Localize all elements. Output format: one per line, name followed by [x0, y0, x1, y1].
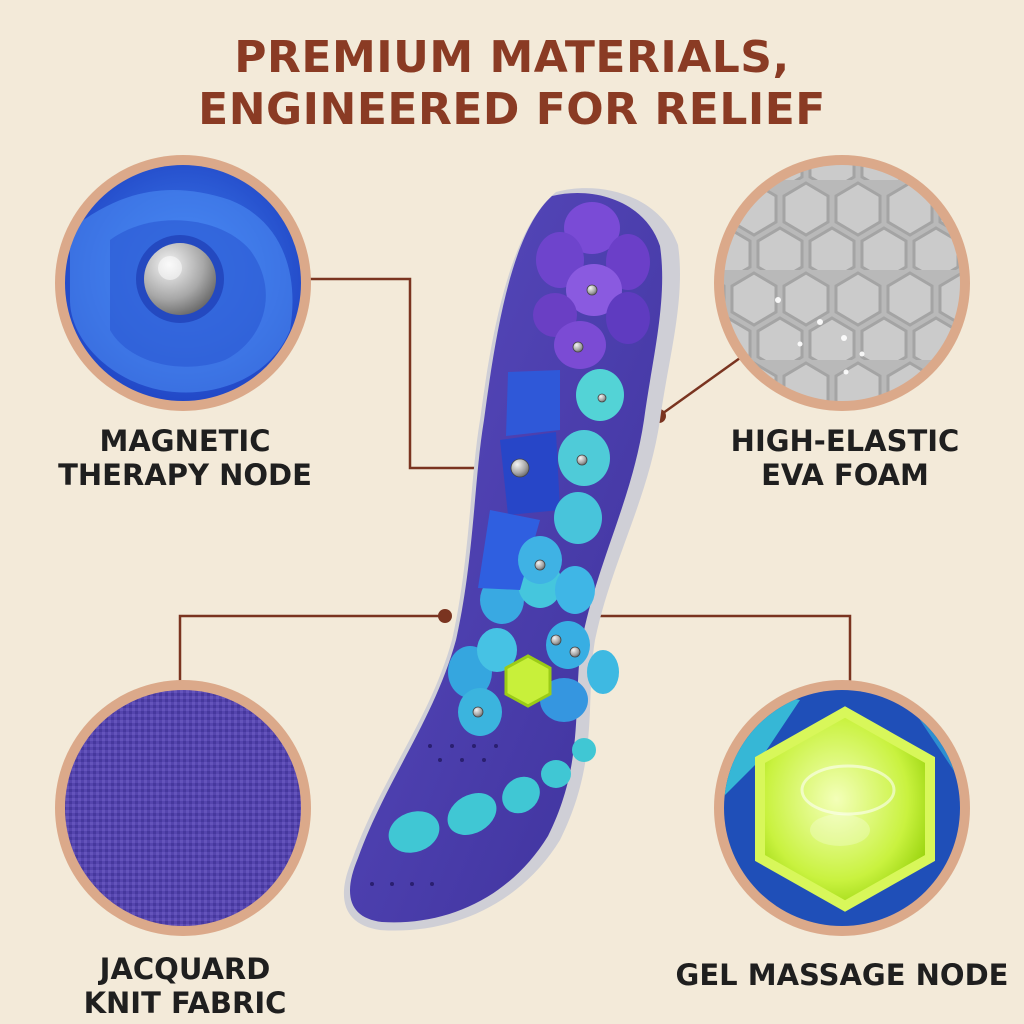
feature-label-eva: HIGH-ELASTIC EVA FOAM	[700, 424, 990, 492]
leader-dot-knit	[438, 609, 452, 623]
feature-label-line: EVA FOAM	[761, 458, 929, 492]
toe-pads	[388, 738, 596, 853]
leader-line-eva	[658, 356, 741, 418]
feature-label-magnetic: MAGNETIC THERAPY NODE	[40, 424, 330, 492]
page-title: PREMIUM MATERIALS, ENGINEERED FOR RELIEF	[0, 32, 1024, 136]
insole-magnets	[472, 284, 607, 718]
title-line-2: ENGINEERED FOR RELIEF	[198, 84, 826, 135]
feature-label-line: MAGNETIC	[99, 424, 271, 458]
feature-label-gel: GEL MASSAGE NODE	[672, 958, 1012, 992]
leader-line-magnetic	[301, 277, 512, 470]
feature-label-knit: JACQUARD KNIT FABRIC	[40, 952, 330, 1020]
insole-image	[343, 188, 681, 931]
heel-pads	[533, 202, 650, 369]
magnetic-node-closeup-icon	[55, 155, 311, 411]
gel-node-closeup-icon	[714, 680, 970, 936]
feature-label-line: HIGH-ELASTIC	[730, 424, 960, 458]
feature-label-line: KNIT FABRIC	[83, 986, 287, 1020]
gel-node-insole	[504, 654, 552, 708]
leader-line-knit	[178, 614, 445, 685]
knit-fabric-closeup-icon	[55, 680, 311, 936]
feature-label-line: THERAPY NODE	[58, 458, 312, 492]
feature-label-line: JACQUARD	[99, 952, 271, 986]
vent-holes	[370, 744, 498, 886]
title-line-1: PREMIUM MATERIALS,	[234, 32, 790, 83]
arch-pads	[478, 369, 624, 590]
feature-label-line: GEL MASSAGE NODE	[675, 958, 1009, 992]
hexagon-foam-closeup-icon	[714, 155, 970, 411]
